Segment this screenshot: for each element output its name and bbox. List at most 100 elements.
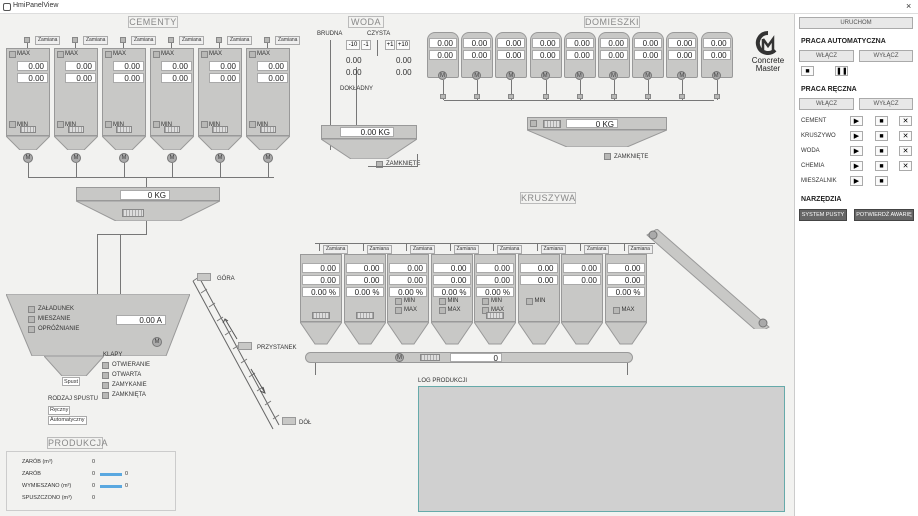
woda-minus1-button[interactable]: -1 [361, 40, 371, 50]
manual-woda-label: WODA [801, 148, 820, 154]
domieszki-6-motor-icon: M [643, 71, 653, 80]
system-pusty-button[interactable]: SYSTEM PUSTY [799, 209, 847, 221]
kruszywa-1-zamiana-button[interactable]: Zamiana [366, 245, 392, 254]
manual-chemia-stop-icon[interactable]: ■ [875, 161, 888, 171]
cement-1-value-1: 0.00 [65, 61, 96, 71]
manual-mieszalnik-stop-icon[interactable]: ■ [875, 176, 888, 186]
cement-3-vent-line [171, 43, 172, 48]
manual-woda-play-icon[interactable]: ▶ [850, 146, 863, 156]
belt-leg-r [627, 363, 628, 375]
klapy-1-label: OTWARTA [112, 372, 142, 378]
woda-brudna-label: BRUDNA [317, 31, 343, 37]
kruszywa-0-spring [312, 312, 330, 319]
auto-wlacz-button[interactable]: WŁĄCZ [799, 50, 854, 62]
kruszywa-5-value-2: 0.00 [519, 275, 558, 285]
kruszywa-2-max-indicator [395, 307, 402, 314]
kruszywa-2-max-label: MAX [404, 307, 418, 313]
mixer-zaladunek-indicator [28, 306, 35, 313]
kruszywa-0-zamiana-button[interactable]: Zamiana [323, 245, 349, 254]
woda-right-value-1: 0.00 [396, 56, 412, 65]
cement-0-vent-icon [24, 37, 30, 43]
cement-5-max-indicator [249, 51, 256, 58]
kruszywa-5-feed-line [536, 243, 538, 251]
mixer-oproznianie-label: OPRÓŻNIANIE [38, 326, 80, 332]
auto-wylacz-button[interactable]: WYŁĄCZ [859, 50, 913, 62]
kruszywa-4-min-indicator [482, 298, 489, 305]
manual-cement-reset-icon[interactable]: ✕ [899, 116, 912, 126]
kruszywa-6-value-1: 0.00 [563, 263, 601, 273]
cement-2-zamiana-button[interactable]: Zamiana [131, 36, 157, 45]
klapy-2-label: ZAMYKANIE [112, 382, 147, 388]
kruszywa-2-value-1: 0.00 [389, 263, 427, 273]
tools-title: NARZĘDZIA [801, 196, 842, 203]
kruszywa-5-zamiana-button[interactable]: Zamiana [540, 245, 566, 254]
close-icon[interactable]: × [906, 1, 912, 11]
manual-cement-play-icon[interactable]: ▶ [850, 116, 863, 126]
kruszywa-7-feed-line [623, 243, 625, 251]
kruszywa-3-zamiana-button[interactable]: Zamiana [453, 245, 479, 254]
manual-woda-reset-icon[interactable]: ✕ [899, 146, 912, 156]
cement-3-max-indicator [153, 51, 160, 58]
cement-5-zamiana-button[interactable]: Zamiana [275, 36, 301, 45]
kruszywa-2-zamiana-button[interactable]: Zamiana [410, 245, 436, 254]
cement-1-zamiana-button[interactable]: Zamiana [83, 36, 109, 45]
kruszywa-2-feed-line [406, 243, 407, 251]
domieszki-4-motor-icon: M [574, 71, 584, 80]
title-bar: HmiPanelView × [0, 0, 918, 14]
manual-kruszywo-play-icon[interactable]: ▶ [850, 131, 863, 141]
manual-cement-stop-icon[interactable]: ■ [875, 116, 888, 126]
kruszywa-2-min-label: MIN [404, 298, 415, 304]
manual-woda-stop-icon[interactable]: ■ [875, 146, 888, 156]
log-title: LOG PRODUKCJI [418, 378, 468, 384]
woda-right-value-2: 0.00 [396, 68, 412, 77]
potwierdz-awarie-button[interactable]: POTWIERDŹ AWARIĘ [854, 209, 914, 221]
inclined-conveyor [646, 229, 770, 329]
mixer-body [6, 294, 190, 356]
cement-5-out-line [268, 163, 269, 177]
cement-4-zamiana-button[interactable]: Zamiana [227, 36, 253, 45]
rodzaj-reczny-button[interactable]: Ręczny [48, 406, 71, 415]
manual-mieszalnik-play-icon[interactable]: ▶ [850, 176, 863, 186]
manual-chemia-reset-icon[interactable]: ✕ [899, 161, 912, 171]
skip-hoist-track [192, 276, 280, 430]
manual-kruszywo-stop-icon[interactable]: ■ [875, 131, 888, 141]
domieszki-6-line [648, 80, 650, 100]
rodzaj-auto-button[interactable]: Automatyczny [48, 416, 87, 425]
woda-minus10-button[interactable]: -10 [346, 40, 360, 50]
manual-wlacz-button[interactable]: WŁĄCZ [799, 98, 854, 110]
cement-5-value-1: 0.00 [257, 61, 288, 71]
water-out-line-2 [417, 154, 418, 167]
log-produkcji-area[interactable] [418, 386, 785, 512]
manual-wylacz-button[interactable]: WYŁĄCZ [859, 98, 913, 110]
cement-3-zamiana-button[interactable]: Zamiana [179, 36, 205, 45]
auto-stop-icon[interactable]: ■ [801, 66, 814, 76]
produkcja-3-value: 0 [92, 495, 96, 501]
kruszywa-6-zamiana-button[interactable]: Zamiana [584, 245, 610, 254]
woda-czysta-label: CZYSTA [367, 31, 391, 37]
domieszki-4-line [579, 80, 581, 100]
aggregate-down-line [120, 234, 121, 294]
app-icon [3, 3, 11, 11]
manual-kruszywo-reset-icon[interactable]: ✕ [899, 131, 912, 141]
kruszywa-0-cone [300, 322, 342, 345]
produkcja-1-bar-value: 0 [125, 471, 129, 477]
woda-plus1-button[interactable]: +1 [385, 40, 395, 50]
kruszywa-5-value-1: 0.00 [519, 263, 558, 273]
spust-button[interactable]: Spust [62, 377, 80, 386]
belt-motor-icon: M [395, 353, 404, 362]
kruszywa-7-zamiana-button[interactable]: Zamiana [627, 245, 653, 254]
logo-line2: Master [755, 64, 781, 73]
domieszki-2-valve-icon [508, 94, 515, 99]
uruchom-button[interactable]: URUCHOM [799, 17, 913, 29]
cement-4-max-label: MAX [209, 51, 223, 57]
auto-pause-icon[interactable]: ❚❚ [835, 66, 848, 76]
manual-chemia-play-icon[interactable]: ▶ [850, 161, 863, 171]
cement-3-out-line [172, 163, 173, 177]
domieszki-7-valve-icon [679, 94, 686, 99]
domieszki-8-motor-icon: M [711, 71, 721, 80]
kruszywa-5-min-indicator [525, 298, 533, 305]
woda-plus10-button[interactable]: +10 [396, 40, 410, 50]
cement-0-zamiana-button[interactable]: Zamiana [35, 36, 61, 45]
domieszki-1-valve-icon [474, 94, 481, 99]
kruszywa-4-zamiana-button[interactable]: Zamiana [497, 245, 523, 254]
